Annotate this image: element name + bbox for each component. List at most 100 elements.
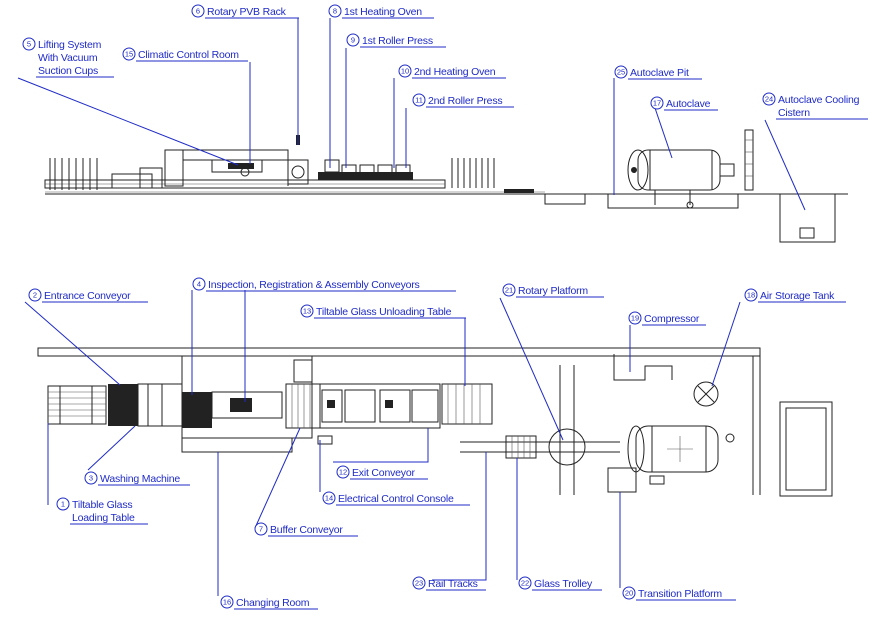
callout-label-text: Exit Conveyor [352, 467, 415, 479]
callout-label-text: Transition Platform [638, 588, 722, 600]
callout-label-text: Electrical Control Console [338, 493, 454, 505]
callout-label-text: Lifting System [38, 39, 102, 51]
callout-20: 20 Transition Platform [622, 586, 736, 601]
callout-number: 19 [631, 314, 639, 323]
callout-number: 22 [521, 579, 529, 588]
callout-label-text: Autoclave Pit [630, 67, 689, 79]
callout-number-ring-icon [762, 92, 776, 106]
callout-25: 25 Autoclave Pit [614, 65, 702, 80]
loading-table-racks-elevation [49, 158, 98, 190]
callout-label-text: Buffer Conveyor [270, 524, 343, 536]
callout-15: 15 Climatic Control Room [122, 47, 248, 62]
callout-number-ring-icon [191, 4, 205, 18]
callout-number: 13 [303, 307, 311, 316]
callout-number: 14 [325, 494, 333, 503]
callout-7: 7 Buffer Conveyor [254, 522, 358, 537]
callout-number: 7 [259, 525, 263, 534]
callout-number-ring-icon [84, 471, 98, 485]
callout-number-ring-icon [518, 576, 532, 590]
callout-label-text: 1st Roller Press [362, 35, 433, 47]
callout-number-ring-icon [192, 277, 206, 291]
leader-lines [17, 18, 806, 596]
callout-11: 11 2nd Roller Press [412, 93, 514, 108]
callout-number: 15 [125, 50, 133, 59]
callout-number-ring-icon [628, 311, 642, 325]
callout-number-ring-icon [412, 93, 426, 107]
cooling-tower-elevation [744, 129, 754, 191]
callout-number: 5 [27, 40, 31, 49]
callout-number-ring-icon [254, 522, 268, 536]
callout-13: 13 Tiltable Glass Unloading Table [300, 304, 466, 319]
callout-number-ring-icon [122, 47, 136, 61]
callout-label-text: Changing Room [236, 597, 310, 609]
callout-14: 14 Electrical Control Console [322, 491, 470, 506]
callout-label-text: Suction Cups [38, 65, 98, 77]
callout-number: 3 [89, 474, 93, 483]
callout-label-text: Rotary Platform [518, 285, 588, 297]
callout-9: 9 1st Roller Press [346, 33, 446, 48]
callout-number: 25 [617, 68, 625, 77]
callout-label-text: Entrance Conveyor [44, 290, 131, 302]
callout-number: 4 [197, 280, 201, 289]
callout-number: 9 [351, 36, 355, 45]
callout-8: 8 1st Heating Oven [328, 4, 434, 19]
callout-label-text: Loading Table [72, 512, 135, 524]
callout-number-ring-icon [220, 595, 234, 609]
callout-label-text: 1st Heating Oven [344, 6, 422, 18]
callout-number: 17 [653, 99, 661, 108]
callout-3: 3 Washing Machine [84, 471, 190, 486]
callout-number: 11 [415, 96, 423, 105]
callout-number: 1 [61, 500, 65, 509]
side-elevation-view [44, 129, 848, 243]
callout-number: 12 [339, 468, 347, 477]
callout-label-text: Cistern [778, 107, 810, 119]
callout-label-text: Autoclave [666, 98, 711, 110]
callout-number-ring-icon [28, 288, 42, 302]
callout-number-ring-icon [614, 65, 628, 79]
callout-label-text: Rail Tracks [428, 578, 478, 590]
callout-number-ring-icon [622, 586, 636, 600]
callout-2: 2 Entrance Conveyor [28, 288, 148, 303]
callout-4: 4 Inspection, Registration & Assembly Con… [192, 277, 456, 292]
callout-number-ring-icon [502, 283, 516, 297]
callout-number: 2 [33, 291, 37, 300]
callout-number-ring-icon [744, 288, 758, 302]
autoclave-plan [627, 425, 735, 485]
callout-number-ring-icon [650, 96, 664, 110]
callout-label-text: 2nd Roller Press [428, 95, 502, 107]
callout-number-ring-icon [346, 33, 360, 47]
callout-number: 21 [505, 286, 513, 295]
callout-label-text: Rotary PVB Rack [207, 6, 287, 18]
autoclave-vessel-elevation [627, 149, 735, 209]
callout-label-text: Tiltable Glass Unloading Table [316, 306, 452, 318]
callout-number: 8 [333, 7, 337, 16]
callout-label-text: Autoclave Cooling [778, 94, 860, 106]
callout-label-text: Washing Machine [100, 473, 180, 485]
callout-number: 23 [415, 579, 423, 588]
callout-number-ring-icon [322, 491, 336, 505]
callout-label-text: Tiltable Glass [72, 499, 132, 511]
callout-number: 10 [401, 67, 409, 76]
callout-number-ring-icon [398, 64, 412, 78]
loading-table-plan [47, 385, 107, 425]
callout-label-text: With Vacuum [38, 52, 98, 64]
callout-number: 20 [625, 589, 633, 598]
callout-label-text: Glass Trolley [534, 578, 593, 590]
callout-label-text: Inspection, Registration & Assembly Conv… [208, 279, 420, 291]
callout-number-ring-icon [336, 465, 350, 479]
callout-number-ring-icon [56, 497, 70, 511]
callout-17: 17 Autoclave [650, 96, 718, 111]
callout-23: 23 Rail Tracks [412, 576, 486, 591]
callout-number-ring-icon [22, 37, 36, 51]
unloading-table-racks-elevation [451, 158, 495, 188]
callout-label-text: Climatic Control Room [138, 49, 239, 61]
callout-22: 22 Glass Trolley [518, 576, 602, 591]
callout-label-text: Compressor [644, 313, 700, 325]
